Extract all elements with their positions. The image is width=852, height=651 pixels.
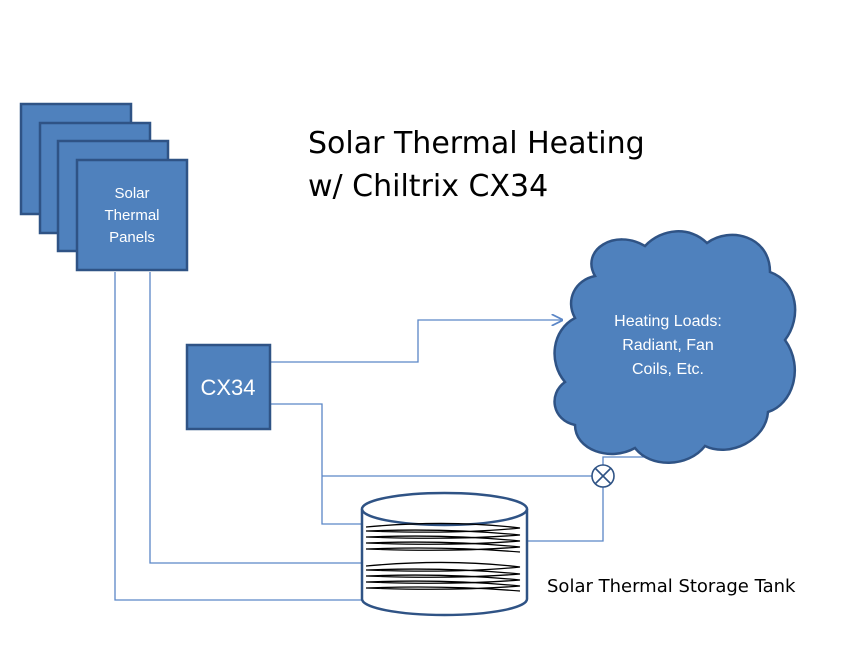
cx34-tank-pipe <box>271 403 362 525</box>
heating-loads-label-1: Heating Loads: <box>614 313 722 330</box>
heating-loads-label-2: Radiant, Fan <box>622 337 714 354</box>
cx34-unit: CX34 <box>185 343 272 431</box>
storage-tank: Solar Thermal Storage Tank <box>360 491 796 617</box>
heat-exchanger-coil-upper <box>365 522 521 553</box>
panel-supply-pipe <box>149 272 362 564</box>
solar-panel-label-2: Thermal <box>104 207 159 224</box>
heat-exchanger-coil-lower <box>365 561 521 592</box>
tank-top <box>360 491 529 527</box>
heating-loads-cloud <box>553 230 797 464</box>
valve-tank-pipe <box>527 487 604 542</box>
heating-loads-label-3: Coils, Etc. <box>632 361 704 378</box>
solar-panel-label-1: Solar <box>114 185 149 202</box>
solar-panels: Solar Thermal Panels <box>19 102 189 272</box>
cx34-supply-pipe <box>271 320 562 363</box>
diagram-title-line-2: w/ Chiltrix CX34 <box>308 169 548 204</box>
diagram-title-line-1: Solar Thermal Heating <box>308 126 645 161</box>
solar-panel-front <box>75 158 189 272</box>
heating-loads: Heating Loads: Radiant, Fan Coils, Etc. <box>553 230 797 464</box>
storage-tank-label: Solar Thermal Storage Tank <box>547 576 796 597</box>
cx34-label: CX34 <box>200 375 255 400</box>
cx34-box <box>185 343 272 431</box>
solar-panel-label-3: Panels <box>109 229 155 246</box>
loads-return-pipe <box>602 456 655 465</box>
panel-return-pipe <box>114 272 362 601</box>
piping <box>114 272 655 601</box>
valve-icon <box>591 464 615 488</box>
